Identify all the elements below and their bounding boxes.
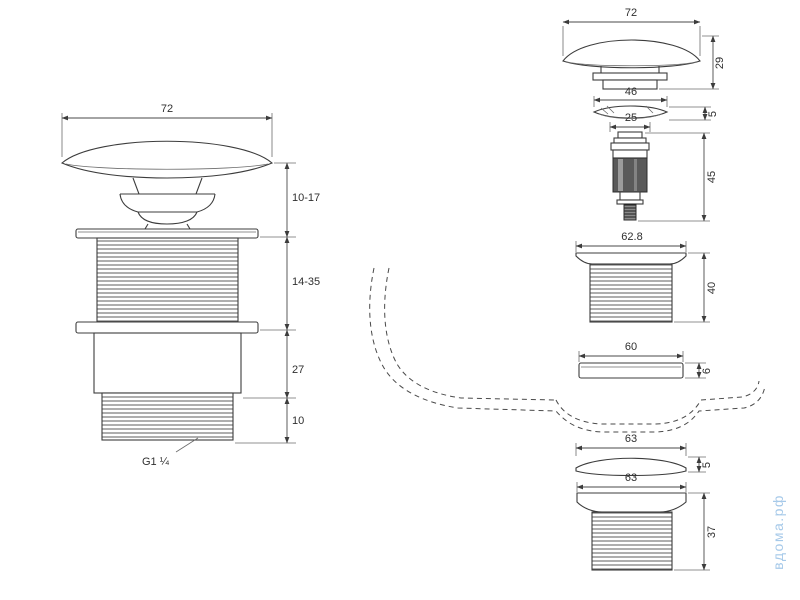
thread-spec-callout: G1 ¼: [142, 437, 199, 468]
dim-label-ring-width: 46: [625, 86, 637, 98]
cap-dome: [60, 140, 274, 179]
x-cap: 72 29: [562, 7, 726, 90]
lower-flange: [75, 321, 259, 334]
x-seat-ring: 46 5: [592, 86, 719, 121]
dim-label-nut-height: 37: [706, 526, 718, 538]
dim-label-cap-range: 10-17: [292, 192, 320, 204]
adjustable-thread-section: [96, 237, 239, 323]
dim-label-body: 27: [292, 364, 304, 376]
watermark-text: вдома.рф: [770, 494, 786, 570]
x-threaded-body: 62.8 40: [575, 231, 718, 323]
dim-label-washer-height: 6: [701, 368, 713, 374]
thread-spec-label: G1 ¼: [142, 456, 170, 468]
dim-label-body-width: 62.8: [621, 231, 642, 243]
x-valve-mechanism: 25 45: [609, 112, 718, 222]
dim-label-gasket-height: 5: [701, 462, 713, 468]
dim-label-body-height: 40: [706, 282, 718, 294]
valve-body-section: [93, 332, 242, 394]
dim-label-ring-height: 5: [707, 111, 719, 117]
dim-label-washer-width: 60: [625, 341, 637, 353]
x-gasket: 63 5: [575, 433, 713, 477]
dim-label-valve-width: 25: [625, 112, 637, 124]
x-lock-nut: 63 37: [576, 472, 718, 571]
dim-label-thread-range: 14-35: [292, 276, 320, 288]
dim-label-valve-height: 45: [706, 171, 718, 183]
exploded-view: 72 29 46 5: [562, 7, 726, 571]
dim-top-width: 72: [61, 103, 273, 157]
dim-label-gasket-width: 63: [625, 433, 637, 445]
dim-label-nut-width: 63: [625, 472, 637, 484]
assembled-view: 72: [60, 103, 320, 468]
dim-label-cap-height: 29: [714, 57, 726, 69]
tail-thread-section: [101, 392, 234, 441]
upper-flange: [75, 228, 259, 239]
dim-label-width-72: 72: [161, 103, 173, 115]
dim-chain-right: 10-17 14-35 27 10: [235, 162, 320, 444]
dim-label-cap-width: 72: [625, 7, 637, 19]
popup-mechanism: [119, 177, 216, 230]
x-washer: 60 6: [578, 341, 713, 379]
dim-label-tail: 10: [292, 415, 304, 427]
sink-cross-section: [369, 267, 766, 433]
